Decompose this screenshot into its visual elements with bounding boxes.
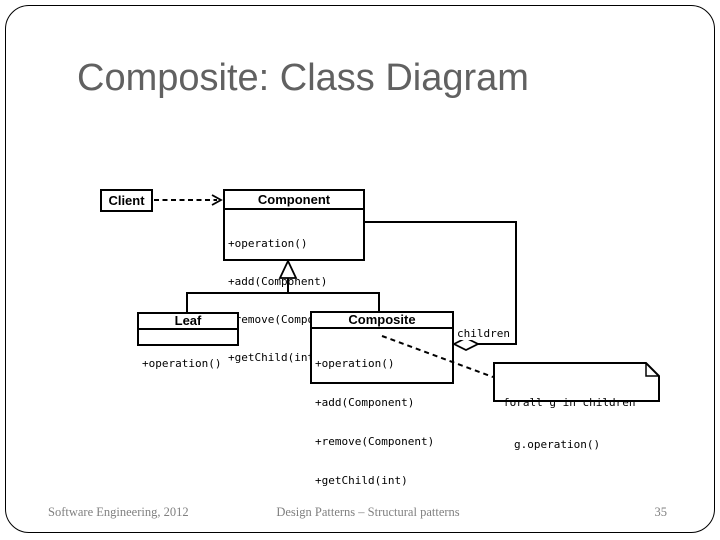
aggregation-diamond-icon [451,336,481,352]
aggregation-line [365,221,517,345]
footer-course-label: Software Engineering, 2012 [48,505,189,519]
method-list-composite: +operation() +add(Component) +remove(Com… [312,329,452,513]
method-item: +operation() [315,357,395,370]
class-name-client: Client [108,193,145,208]
method-item: +getChild(int) [228,351,321,364]
page-title: Composite: Class Diagram [77,57,529,99]
class-box-component: Component +operation() +add(Component) +… [223,189,365,364]
dependency-arrowhead-icon [211,194,223,206]
aggregation-role-label: children [456,327,511,340]
inheritance-triangle-icon [278,258,298,279]
method-list-leaf: +operation() [139,330,237,396]
uml-note-text: forall g in children g.operation() [494,363,659,480]
method-item: +operation() [142,357,222,370]
note-shape [493,362,660,402]
footer-section-label: Design Patterns – Structural patterns [276,505,460,519]
class-box-composite: Composite +operation() +add(Component) +… [310,311,454,487]
footer-page-number: 35 [654,505,668,519]
slide-border [5,5,715,533]
note-line: g.operation() [514,438,601,451]
method-item: +add(Component) [315,396,415,409]
method-item: +add(Component) [228,275,328,288]
note-fold-icon [645,363,659,377]
method-item: +operation() [228,237,308,250]
method-item: +remove(Component) [315,435,435,448]
class-box-leaf: Leaf +operation() [137,312,239,370]
method-item: +getChild(int) [315,474,408,487]
class-box-client: Client [100,189,153,212]
note-link-line [381,335,494,378]
class-name-component: Component [225,191,363,210]
class-name-composite: Composite [312,313,452,329]
class-name-leaf: Leaf [139,314,237,330]
note-line: forall g in children [503,396,636,409]
